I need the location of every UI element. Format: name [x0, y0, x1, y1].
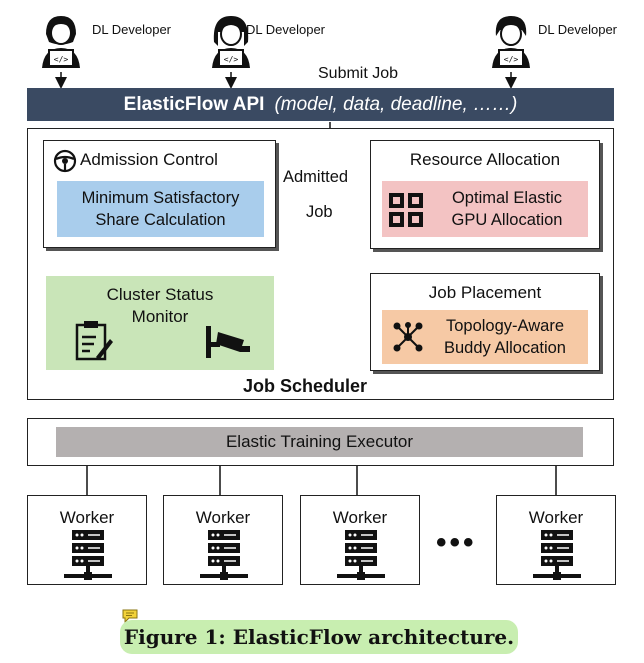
network-topology-icon [393, 322, 423, 352]
clipboard-icon [75, 321, 113, 361]
cluster-status-line1: Cluster Status [106, 285, 214, 304]
server-rack-icon [337, 530, 385, 580]
worker-label: Worker [528, 508, 584, 527]
admitted-label: Admitted [283, 168, 349, 186]
developer-label: DL Developer [246, 22, 326, 37]
worker-node-1: Worker [27, 495, 147, 585]
cluster-status-line2: Monitor [131, 307, 189, 326]
executor-container: Elastic Training Executor [27, 418, 614, 466]
optimal-elastic-line1: Optimal Elastic [451, 189, 562, 207]
submit-job-label: Submit Job [318, 65, 399, 82]
developer-icon: </> [492, 16, 530, 68]
elasticflow-api-bar: ElasticFlow API (model, data, deadline, … [27, 88, 614, 121]
topology-aware-buddy-box: Topology-Aware Buddy Allocation [382, 310, 588, 364]
svg-text:</>: </> [54, 55, 69, 64]
developer-icon: </> [42, 16, 80, 68]
optimal-gpu-allocation-box: Optimal Elastic GPU Allocation [382, 181, 588, 237]
topology-aware-line1: Topology-Aware [445, 317, 564, 335]
elastic-training-executor: Elastic Training Executor [56, 427, 583, 457]
api-name: ElasticFlow API [123, 93, 265, 115]
svg-text:</>: </> [224, 55, 239, 64]
topology-aware-line2: Buddy Allocation [443, 339, 566, 357]
steering-wheel-icon [53, 149, 77, 173]
resource-allocation-box: Resource Allocation Optimal Elastic GPU … [370, 140, 600, 249]
job-scheduler-label: Job Scheduler [243, 376, 368, 396]
server-rack-icon [64, 530, 112, 580]
worker-node-4: Worker [496, 495, 616, 585]
executor-label: Elastic Training Executor [225, 432, 414, 451]
worker-node-2: Worker [163, 495, 283, 585]
resource-allocation-title: Resource Allocation [409, 150, 561, 169]
more-workers-ellipsis: ••• [436, 526, 477, 559]
optimal-elastic-line2: GPU Allocation [451, 211, 563, 229]
worker-label: Worker [59, 508, 115, 527]
developer-label: DL Developer [92, 22, 172, 37]
job-placement-title: Job Placement [428, 283, 542, 302]
figure-caption: Figure 1: ElasticFlow architecture. [120, 620, 518, 654]
developer-icon: </> [212, 16, 250, 68]
worker-label: Worker [195, 508, 251, 527]
figure-caption-text: Figure 1: ElasticFlow architecture. [123, 625, 515, 649]
api-params: (model, data, deadline, ……) [274, 93, 518, 115]
min-satisfactory-share-box: Minimum Satisfactory Share Calculation [57, 181, 264, 237]
server-rack-icon [200, 530, 248, 580]
gpu-chip-icon [389, 193, 423, 227]
worker-label: Worker [332, 508, 388, 527]
server-rack-icon [533, 530, 581, 580]
admission-control-title: Admission Control [80, 150, 218, 169]
worker-node-3: Worker [300, 495, 420, 585]
cluster-status-monitor-box: Cluster Status Monitor [46, 276, 274, 370]
developer-label: DL Developer [538, 22, 618, 37]
min-share-line1: Minimum Satisfactory [81, 189, 240, 207]
admission-control-box: Admission Control Minimum Satisfactory S… [43, 140, 276, 248]
min-share-line2: Share Calculation [95, 211, 226, 229]
job-placement-box: Job Placement Topology-Aware Buddy Alloc… [370, 273, 600, 371]
svg-text:</>: </> [504, 55, 519, 64]
job-label: Job [306, 203, 333, 221]
security-camera-icon [206, 326, 250, 358]
